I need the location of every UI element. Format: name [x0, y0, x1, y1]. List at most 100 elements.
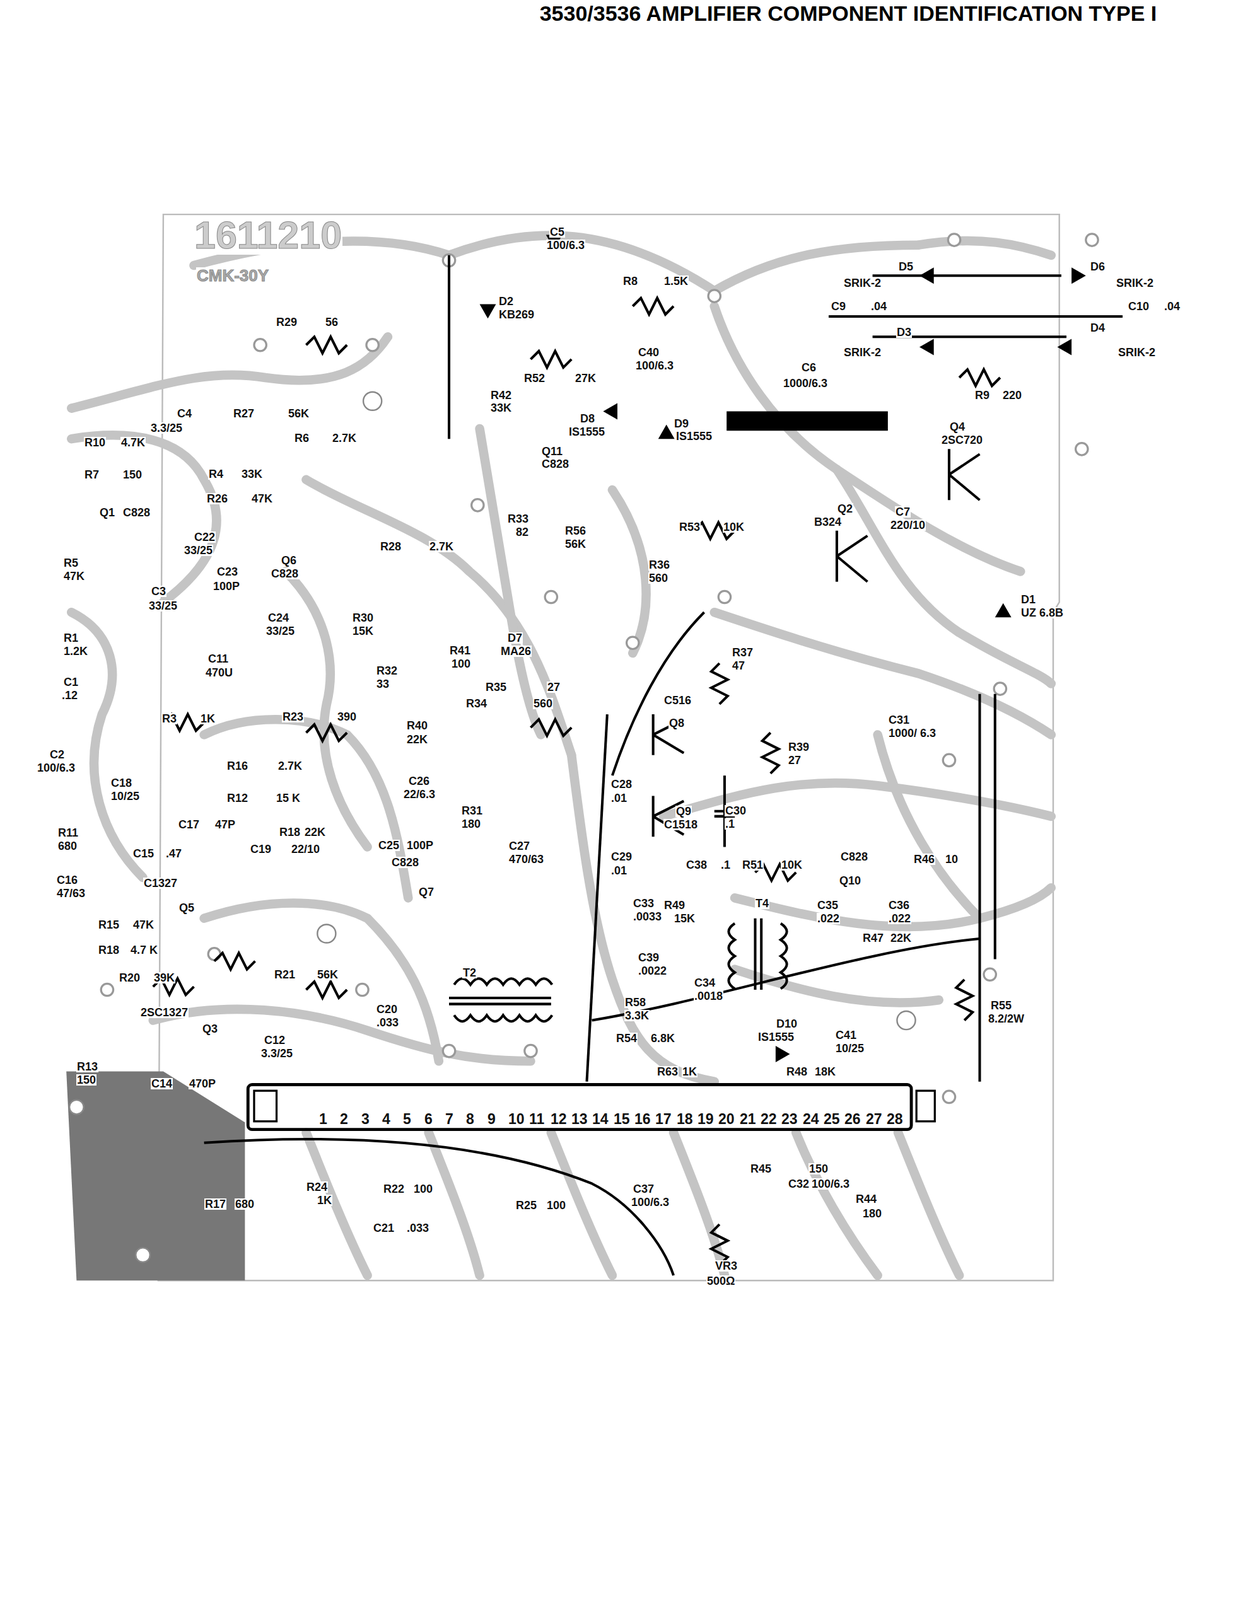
component-label: C32: [787, 1178, 810, 1191]
component-label: .04: [1163, 300, 1181, 313]
component-label: 47P: [214, 819, 236, 831]
component-label: C16: [56, 874, 79, 887]
component-label: R1: [63, 632, 79, 644]
component-label: R47: [862, 932, 885, 945]
component-label: D4: [1089, 322, 1106, 334]
heat-sink: [726, 411, 888, 431]
component-label: R52: [523, 372, 546, 385]
pin-number: 11: [528, 1112, 545, 1127]
component-label: C7: [894, 506, 911, 518]
pin-number: 2: [339, 1112, 349, 1127]
component-label: 10K: [780, 859, 803, 871]
component-label: 33K: [240, 468, 263, 480]
component-label: R4: [208, 468, 224, 480]
pin-number: 1: [318, 1112, 328, 1127]
component-label: C17: [177, 819, 200, 831]
component-label: C24: [267, 612, 290, 624]
component-label: 22/6.3: [402, 788, 436, 801]
component-label: R40: [406, 720, 429, 732]
component-label: Q8: [668, 717, 685, 730]
pin-number: 21: [739, 1112, 757, 1127]
component-label: 8.2/2W: [987, 1013, 1025, 1025]
component-label: 27: [546, 681, 561, 694]
component-label: C30: [724, 805, 747, 817]
component-label: .1: [720, 859, 731, 871]
component-label: R36: [648, 559, 671, 571]
component-label: R11: [57, 827, 79, 839]
component-label: 4.7 K: [129, 944, 159, 957]
component-label: C12: [263, 1034, 286, 1047]
component-label: Q5: [178, 902, 195, 914]
component-label: D6: [1089, 261, 1106, 273]
component-label: R41: [449, 645, 472, 657]
component-label: C828: [541, 458, 570, 470]
pin-number: 10: [507, 1112, 526, 1127]
component-label: 560: [648, 572, 669, 584]
component-label: D10: [775, 1018, 798, 1030]
component-label: R23: [281, 711, 304, 723]
component-label: 4.7K: [120, 437, 146, 449]
component-label: UZ 6.8B: [1020, 607, 1064, 619]
component-label: C33: [632, 898, 655, 910]
component-label: R5: [63, 557, 79, 569]
component-label: 2.7K: [277, 760, 303, 772]
pin-number: 13: [570, 1112, 589, 1127]
component-label: D5: [898, 261, 914, 273]
component-label: 1000/ 6.3: [887, 727, 937, 740]
pin-number: 6: [423, 1112, 434, 1127]
component-label: R20: [118, 972, 141, 984]
component-label: R44: [855, 1193, 878, 1206]
component-label: 220/10: [889, 519, 926, 532]
pin-number: 4: [381, 1112, 391, 1127]
component-label: R18: [97, 944, 120, 957]
pin-number: 26: [843, 1112, 862, 1127]
component-label: R7: [83, 469, 100, 481]
component-label: R10: [83, 437, 106, 449]
component-label: 150: [808, 1163, 829, 1175]
component-label: 470/63: [508, 853, 545, 866]
component-label: .022: [816, 913, 841, 925]
component-label: R6: [293, 432, 310, 444]
component-label: .01: [610, 792, 628, 805]
component-label: 47K: [132, 919, 155, 931]
page-title: 3530/3536 AMPLIFIER COMPONENT IDENTIFICA…: [469, 1, 1227, 26]
component-label: 27: [787, 754, 802, 767]
pin-number: 25: [822, 1112, 841, 1127]
component-label: 2.7K: [428, 541, 455, 553]
component-label: 220: [1002, 389, 1023, 402]
component-label: R3: [161, 713, 178, 725]
pin-number: 8: [465, 1112, 475, 1127]
pin-number: 20: [717, 1112, 736, 1127]
component-label: R17: [204, 1198, 227, 1211]
component-label: MA26: [500, 645, 532, 658]
component-label: .033: [406, 1222, 430, 1235]
component-label: C828: [122, 507, 151, 519]
component-label: C25: [377, 840, 400, 852]
component-label: 15K: [673, 913, 696, 925]
component-label: C19: [249, 843, 272, 856]
component-label: Q1: [99, 507, 116, 519]
component-label: 3.3/25: [150, 422, 183, 434]
board-marking: 1611210: [193, 216, 343, 255]
component-label: .0018: [693, 990, 724, 1003]
component-label: D7: [507, 632, 523, 644]
component-label: R63: [656, 1066, 679, 1078]
component-label: C18: [110, 777, 133, 789]
component-label: 56K: [316, 969, 339, 981]
pin-number: 22: [759, 1112, 778, 1127]
component-label: 10/25: [110, 790, 141, 803]
component-label: R32: [375, 665, 398, 677]
component-label: C4: [176, 408, 193, 420]
pin-number: 27: [865, 1112, 883, 1127]
pin-number: 17: [654, 1112, 673, 1127]
component-label: R58: [624, 997, 647, 1009]
component-label: 47K: [63, 570, 86, 583]
component-label: .04: [870, 300, 888, 313]
component-label: R29: [275, 316, 298, 328]
component-label: 100/6.3: [630, 1196, 670, 1209]
component-label: R31: [461, 805, 484, 817]
component-label: C27: [508, 840, 531, 853]
component-label: 390: [336, 711, 357, 723]
component-label: R18: [278, 826, 301, 839]
component-label: 1000/6.3: [782, 377, 829, 390]
